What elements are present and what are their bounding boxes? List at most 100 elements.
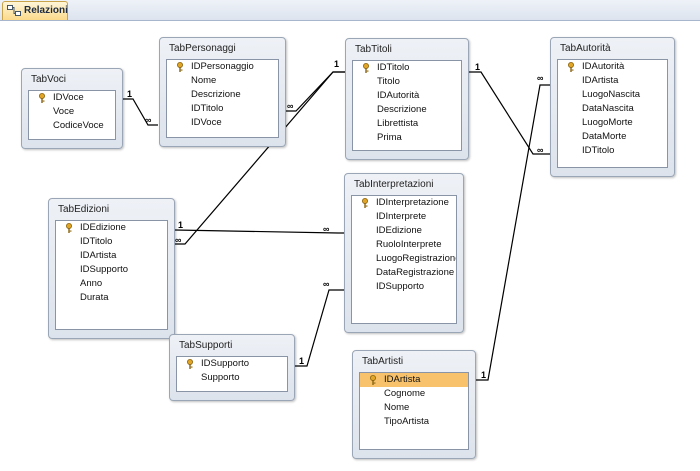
field-row[interactable]: IDSupporto xyxy=(177,357,287,371)
field-row[interactable]: DataRegistrazione xyxy=(352,266,456,280)
table-title: TabPersonaggi xyxy=(169,43,236,54)
field-row[interactable]: IDAutorità xyxy=(558,60,667,74)
primary-key-icon xyxy=(362,198,368,208)
field-row[interactable]: IDEdizione xyxy=(56,221,167,235)
field-name: IDSupporto xyxy=(80,264,129,275)
field-list: IDVoce Voce CodiceVoce xyxy=(28,90,116,140)
field-row[interactable]: Librettista xyxy=(353,117,461,131)
field-name: IDInterprete xyxy=(376,211,427,222)
field-name: Cognome xyxy=(384,388,426,399)
field-name: CodiceVoce xyxy=(53,120,104,131)
field-row[interactable]: LuogoRegistrazione xyxy=(352,252,456,266)
table-tabtitoli[interactable]: TabTitoli IDTitolo Titolo IDAutorità Des… xyxy=(345,38,469,160)
field-row[interactable]: IDTitolo xyxy=(558,144,667,158)
field-row[interactable]: Nome xyxy=(167,74,278,88)
relation-many-label: ∞ xyxy=(175,235,182,245)
field-row-selected[interactable]: IDArtista xyxy=(360,373,468,387)
relation-line-supporto xyxy=(295,289,344,367)
relation-many-label: ∞ xyxy=(537,145,544,155)
field-name: Anno xyxy=(80,278,103,289)
field-row[interactable]: DataMorte xyxy=(558,130,667,144)
field-row[interactable]: Titolo xyxy=(353,75,461,89)
table-tabartisti[interactable]: TabArtisti IDArtista Cognome Nome TipoAr… xyxy=(352,350,476,459)
table-tabsupporti[interactable]: TabSupporti IDSupporto Supporto xyxy=(169,334,295,401)
field-row[interactable]: Nome xyxy=(360,401,468,415)
table-title: TabAutorità xyxy=(560,43,611,54)
field-name: Supporto xyxy=(201,372,240,383)
relation-many-label: ∞ xyxy=(537,73,544,83)
table-tabinterpretazioni[interactable]: TabInterpretazioni IDInterpretazione IDI… xyxy=(344,173,464,333)
field-name: Descrizione xyxy=(191,89,241,100)
table-tabedizioni[interactable]: TabEdizioni IDEdizione IDTitolo IDArtist… xyxy=(48,198,175,339)
tab-relazioni[interactable]: Relazioni xyxy=(2,1,68,20)
relationships-canvas[interactable]: 1 1 1 1 1 1 ∞ ∞ ∞ ∞ ∞ ∞ ∞ TabVoci IDVoce… xyxy=(0,21,700,471)
field-name: DataMorte xyxy=(582,131,627,142)
document-tab-strip: Relazioni xyxy=(0,0,700,21)
field-list: IDEdizione IDTitolo IDArtista IDSupporto… xyxy=(55,220,168,330)
field-name: IDEdizione xyxy=(376,225,422,236)
field-name: IDTitolo xyxy=(377,62,410,73)
field-row[interactable]: Descrizione xyxy=(353,103,461,117)
table-title: TabSupporti xyxy=(179,340,233,351)
field-name: IDArtista xyxy=(80,250,117,261)
primary-key-icon xyxy=(177,62,183,72)
field-list: IDArtista Cognome Nome TipoArtista xyxy=(359,372,469,450)
relation-one-label: 1 xyxy=(299,356,304,366)
field-row[interactable]: IDAutorità xyxy=(353,89,461,103)
table-title: TabVoci xyxy=(31,74,67,85)
relation-many-label: ∞ xyxy=(323,224,330,234)
field-row[interactable]: IDVoce xyxy=(29,91,115,105)
field-row[interactable]: IDVoce xyxy=(167,116,278,130)
field-name: IDSupporto xyxy=(376,281,425,292)
field-name: DataRegistrazione xyxy=(376,267,455,278)
table-tabpersonaggi[interactable]: TabPersonaggi IDPersonaggio Nome Descriz… xyxy=(159,37,286,147)
field-name: LuogoMorte xyxy=(582,117,633,128)
field-row[interactable]: Descrizione xyxy=(167,88,278,102)
field-row[interactable]: IDInterpretazione xyxy=(352,196,456,210)
table-title: TabEdizioni xyxy=(58,204,110,215)
field-row[interactable]: Durata xyxy=(56,291,167,305)
field-row[interactable]: Anno xyxy=(56,277,167,291)
field-row[interactable]: IDSupporto xyxy=(352,280,456,294)
relation-one-label: 1 xyxy=(475,62,480,72)
field-row[interactable]: LuogoNascita xyxy=(558,88,667,102)
relation-line-artista xyxy=(476,84,550,381)
field-list: IDPersonaggio Nome Descrizione IDTitolo … xyxy=(166,59,279,138)
field-row[interactable]: IDTitolo xyxy=(56,235,167,249)
primary-key-icon xyxy=(363,63,369,73)
field-row[interactable]: Voce xyxy=(29,105,115,119)
field-row[interactable]: RuoloInterprete xyxy=(352,238,456,252)
field-row[interactable]: Cognome xyxy=(360,387,468,401)
field-row[interactable]: TipoArtista xyxy=(360,415,468,429)
field-row[interactable]: Prima xyxy=(353,131,461,145)
table-tabvoci[interactable]: TabVoci IDVoce Voce CodiceVoce xyxy=(21,68,123,149)
field-name: Durata xyxy=(80,292,109,303)
field-row[interactable]: Supporto xyxy=(177,371,287,385)
field-name: Nome xyxy=(384,402,410,413)
field-name: Descrizione xyxy=(377,104,427,115)
field-list: IDTitolo Titolo IDAutorità Descrizione L… xyxy=(352,60,462,151)
field-name: IDTitolo xyxy=(80,236,113,247)
field-row[interactable]: IDArtista xyxy=(558,74,667,88)
field-row[interactable]: IDArtista xyxy=(56,249,167,263)
field-row[interactable]: DataNascita xyxy=(558,102,667,116)
primary-key-icon xyxy=(370,375,376,385)
primary-key-icon xyxy=(39,93,45,103)
field-row[interactable]: IDTitolo xyxy=(167,102,278,116)
field-name: IDAutorità xyxy=(377,90,420,101)
field-name: DataNascita xyxy=(582,103,634,114)
field-row[interactable]: CodiceVoce xyxy=(29,119,115,133)
field-row[interactable]: IDTitolo xyxy=(353,61,461,75)
field-name: RuoloInterprete xyxy=(376,239,442,250)
relation-one-label: 1 xyxy=(334,59,339,69)
field-list: IDSupporto Supporto xyxy=(176,356,288,392)
field-name: IDEdizione xyxy=(80,222,126,233)
field-row[interactable]: IDInterprete xyxy=(352,210,456,224)
field-row[interactable]: LuogoMorte xyxy=(558,116,667,130)
table-tabautorita[interactable]: TabAutorità IDAutorità IDArtista LuogoNa… xyxy=(550,37,675,177)
field-name: Nome xyxy=(191,75,217,86)
field-row[interactable]: IDEdizione xyxy=(352,224,456,238)
table-title: TabInterpretazioni xyxy=(354,179,434,190)
field-row[interactable]: IDSupporto xyxy=(56,263,167,277)
field-row[interactable]: IDPersonaggio xyxy=(167,60,278,74)
